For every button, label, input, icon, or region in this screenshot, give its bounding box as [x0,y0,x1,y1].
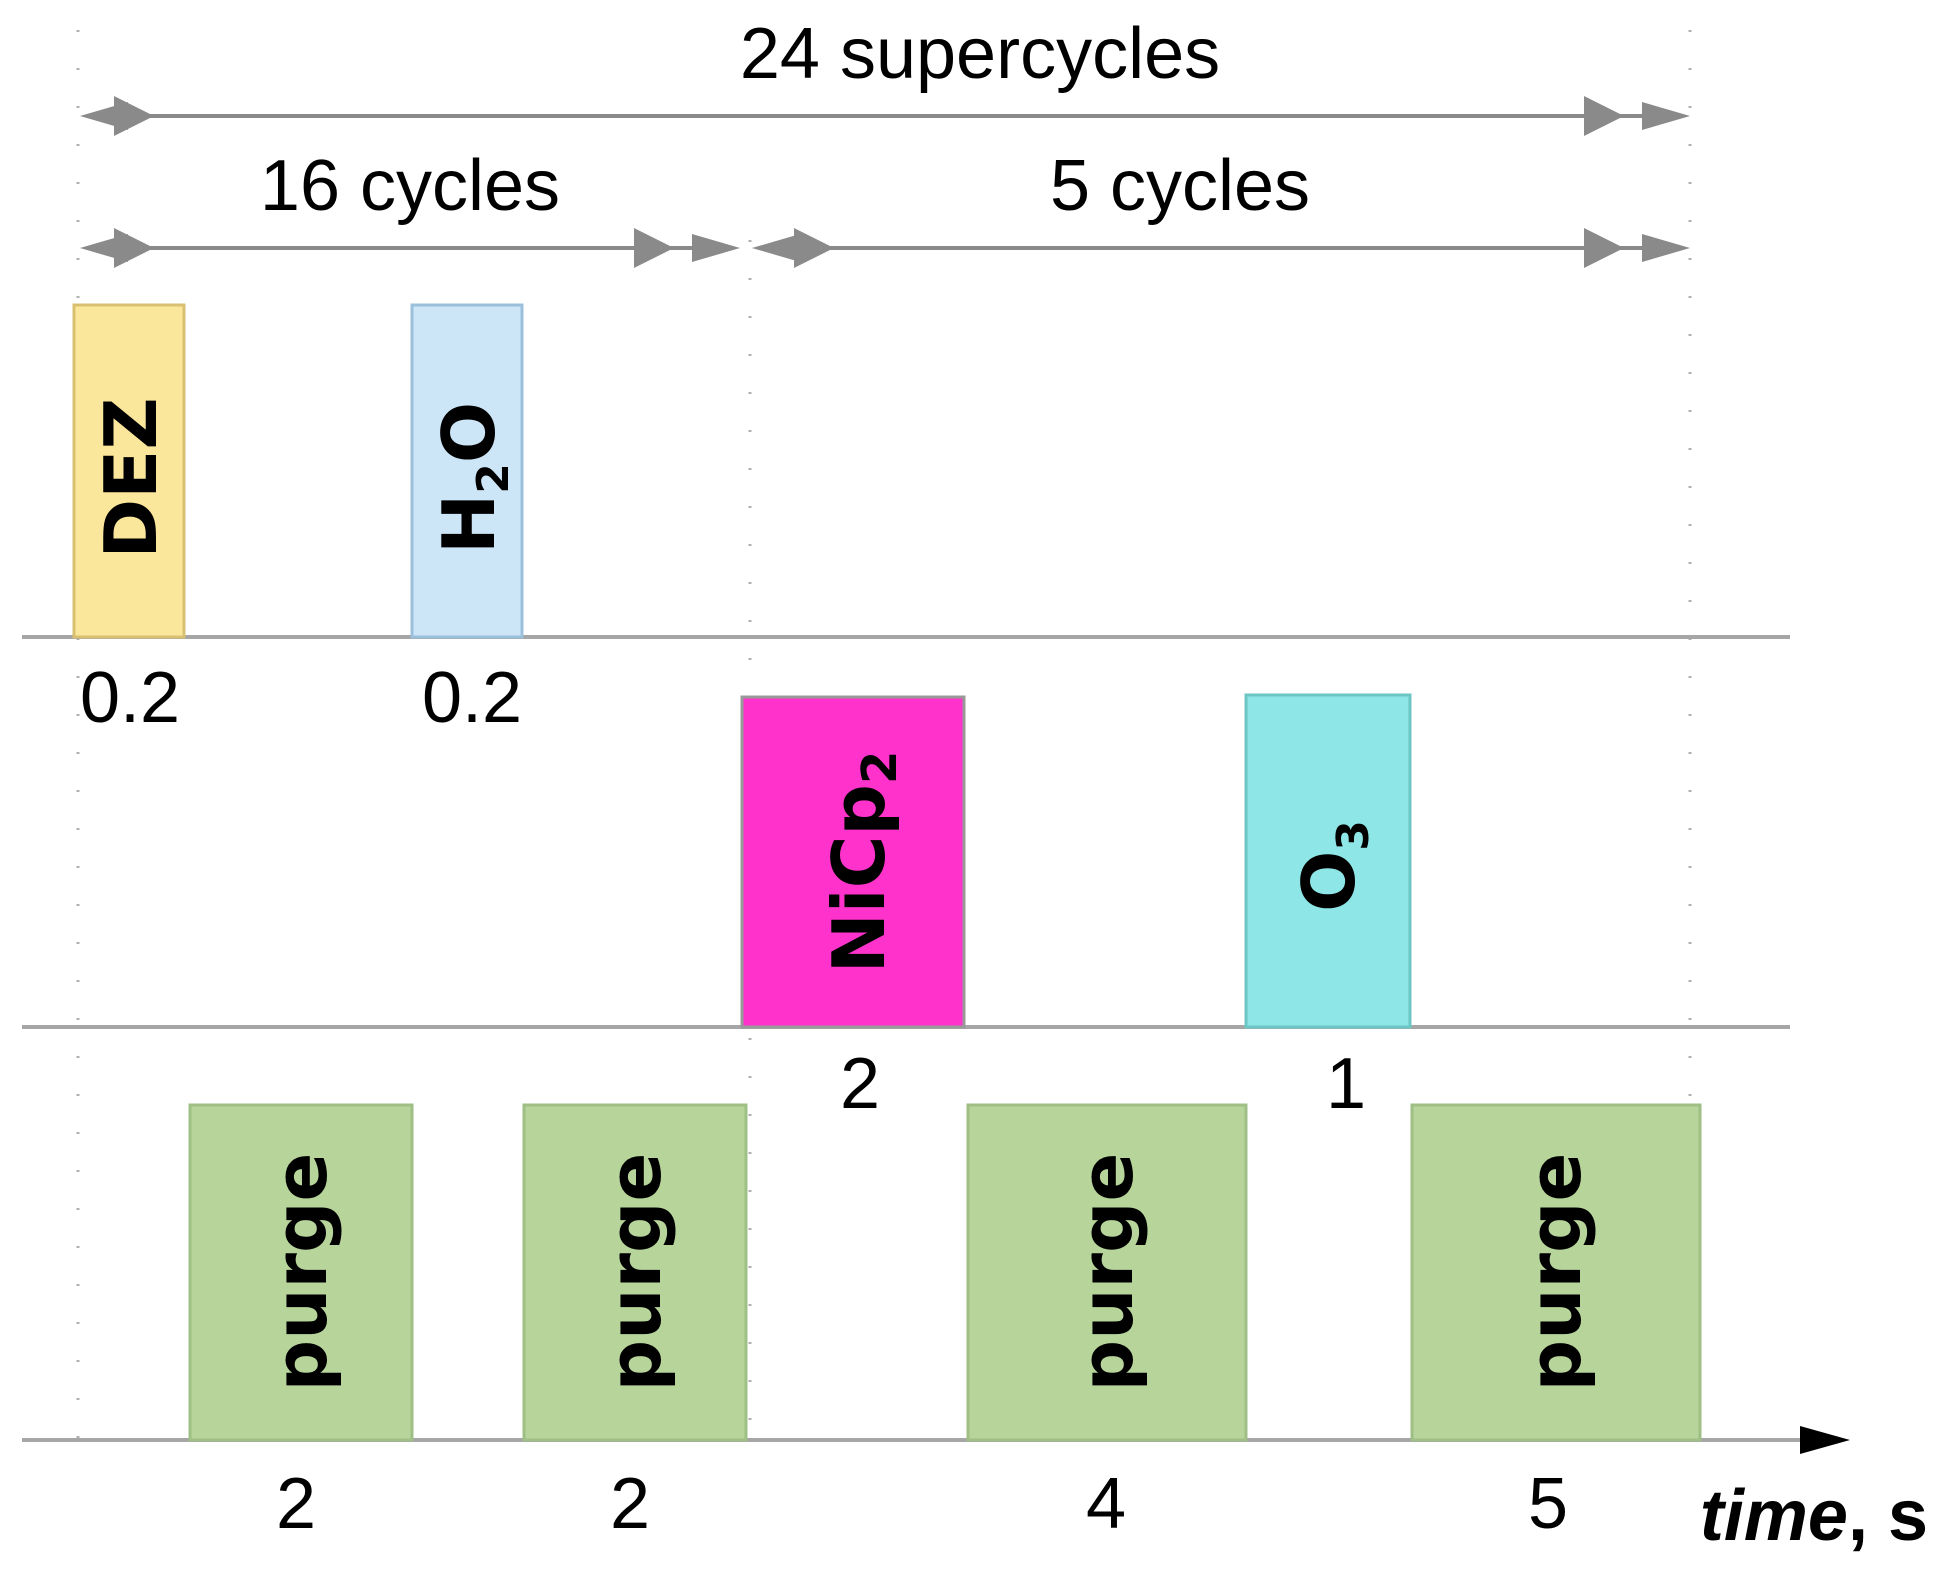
purge-2: purge 2 [522,1103,748,1544]
pulse-o3: O3 1 [1244,693,1412,1124]
purge-2-label: purge [593,1153,677,1392]
bracket-arrowheads [80,102,1690,262]
pulse-nicp2-bar [740,695,966,1029]
purge-3: purge 4 [966,1103,1248,1544]
cycles-a-label: 16 cycles [260,146,560,226]
pulse-nicp2-label-sub: 2 [852,751,908,784]
pulse-h2o: H2O 0.2 [410,303,524,738]
pulse-o3-label-sub: 3 [1328,820,1379,851]
pulse-o3-bar [1244,693,1412,1029]
purge-2-duration: 2 [610,1464,650,1544]
supercycles-arrowhead-right [1642,102,1690,130]
pulse-dez: DEZ 0.2 [72,303,186,738]
cycles-a-arrowhead-right [692,234,740,262]
cycles-b-arrowhead-left [752,234,800,262]
pulse-dez-label: DEZ [89,397,173,558]
pulse-h2o-duration: 0.2 [422,658,522,738]
pulse-h2o-label-after: O [427,402,511,463]
cycles-b-arrowhead-right [1642,234,1690,262]
pulse-nicp2-label-main: NiCp [817,784,901,973]
time-axis-arrowhead [1800,1426,1850,1454]
purge-4: purge 5 [1410,1103,1702,1544]
purge-3-label: purge [1065,1153,1149,1392]
time-axis-label-italic: time [1700,1476,1848,1556]
pulse-dez-bar [72,303,186,639]
pulse-h2o-label-sub: 2 [468,463,519,494]
purge-1: purge 2 [188,1103,414,1544]
purge-3-duration: 4 [1086,1464,1126,1544]
purge-3-bar [966,1103,1248,1442]
supercycles-arrowhead-left [80,102,128,130]
purge-1-label: purge [259,1153,343,1392]
bracket-lines [120,114,1650,250]
pulse-dez-duration: 0.2 [80,658,180,738]
pulse-h2o-bar [410,303,524,639]
purge-1-bar [188,1103,414,1442]
purge-2-bar [522,1103,748,1442]
pulse-o3-label-main: O [1287,851,1371,912]
time-axis-label-unit: , s [1848,1476,1928,1556]
purge-4-bar [1410,1103,1702,1442]
time-axis-label: time, s [1700,1476,1928,1556]
purge-1-duration: 2 [276,1464,316,1544]
pulse-o3-label: O3 [1287,820,1379,912]
pulse-o3-duration: 1 [1326,1044,1366,1124]
pulse-h2o-label-main: H [427,494,511,554]
pulse-h2o-label: H2O [427,402,519,554]
cycles-a-arrowhead-left [80,234,128,262]
pulse-nicp2: NiCp2 2 [740,695,966,1124]
purge-4-label: purge [1513,1153,1597,1392]
cycles-b-label: 5 cycles [1050,146,1310,226]
purge-4-duration: 5 [1528,1464,1568,1544]
pulse-nicp2-label: NiCp2 [817,751,908,974]
supercycles-label: 24 supercycles [740,14,1220,94]
pulse-nicp2-duration: 2 [840,1044,880,1124]
